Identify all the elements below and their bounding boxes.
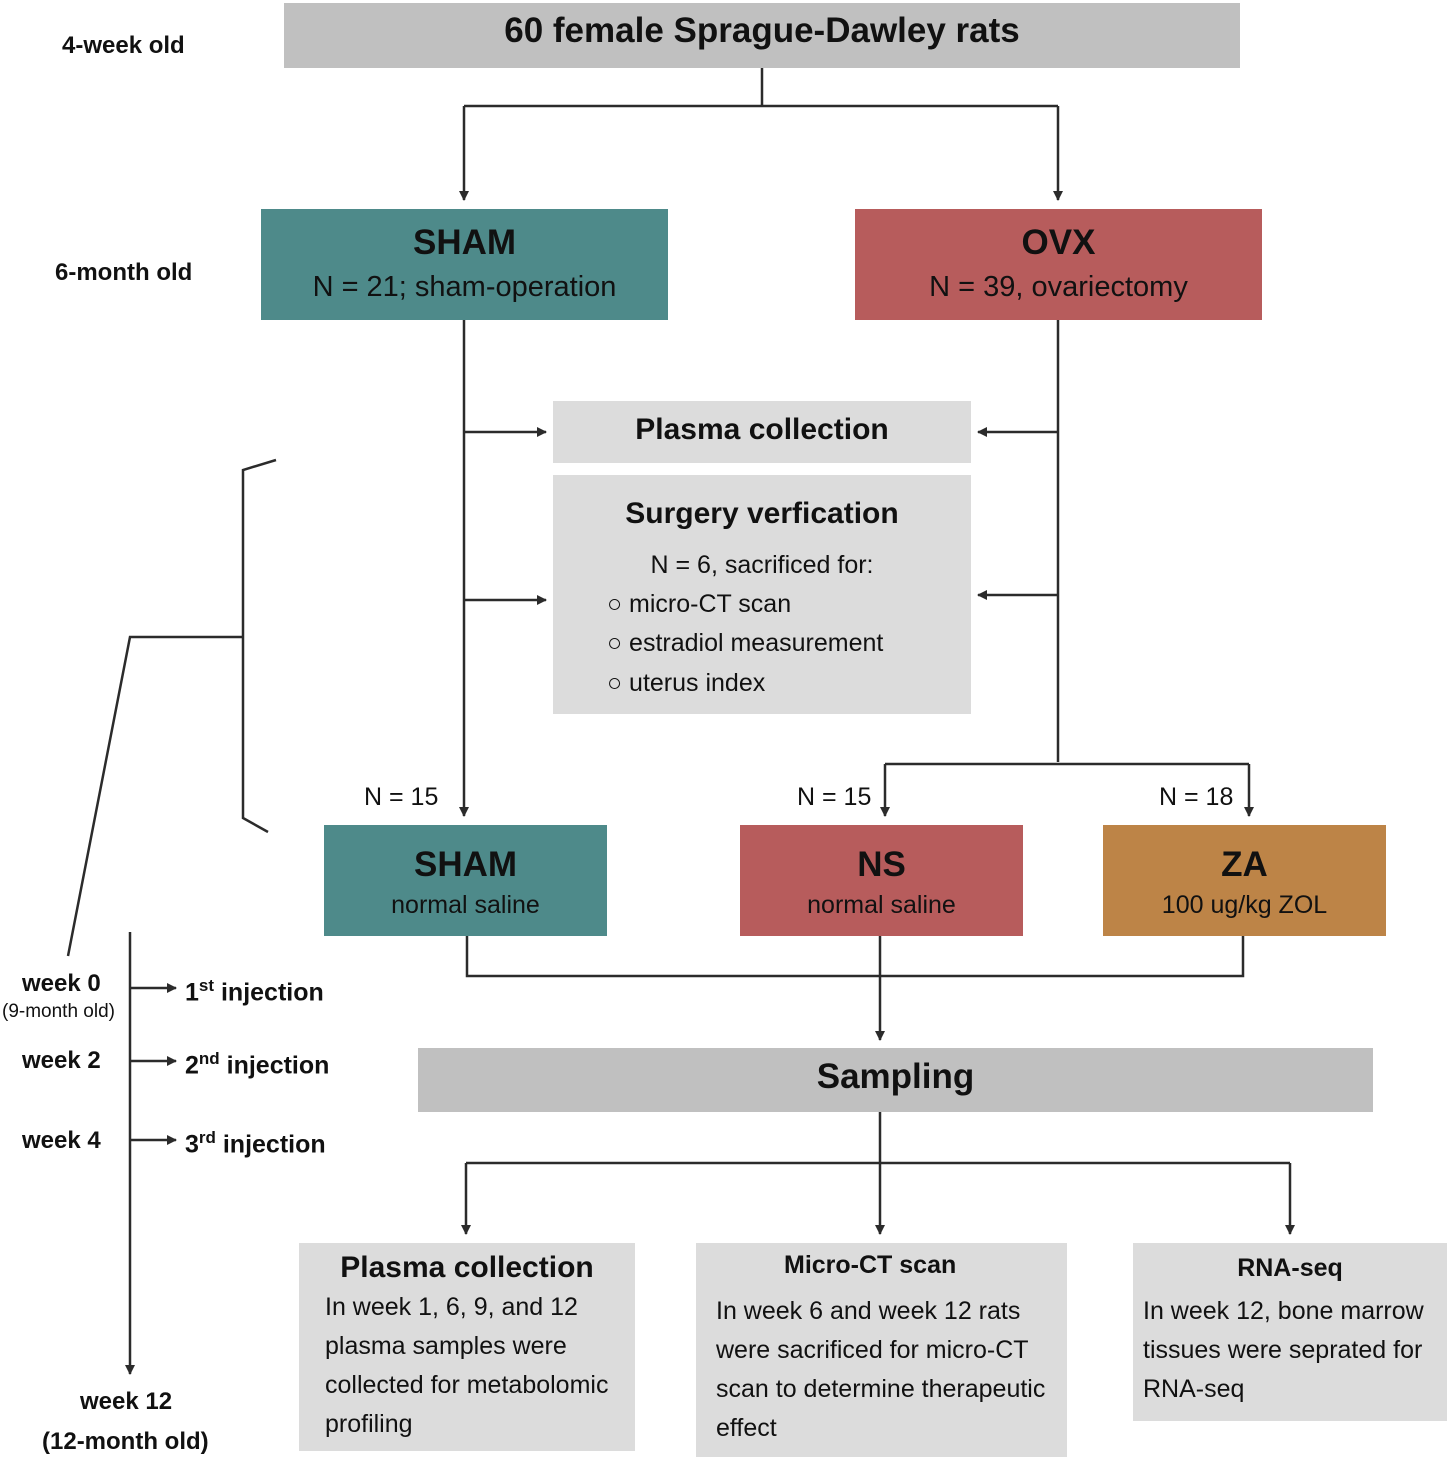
sham-treatment-subtitle: normal saline bbox=[391, 891, 540, 919]
sham-treatment-box: SHAM normal saline bbox=[324, 825, 607, 936]
sham-group-box: SHAM N = 21; sham-operation bbox=[261, 209, 668, 320]
za-treatment-subtitle: 100 ug/kg ZOL bbox=[1161, 891, 1328, 919]
ns-treatment-box: NS normal saline bbox=[740, 825, 1023, 936]
age-label-4-week: 4-week old bbox=[62, 32, 185, 59]
surgery-item: ○ micro-CT scan bbox=[607, 590, 792, 618]
output-text-line: In week 12, bone marrow bbox=[1143, 1297, 1424, 1325]
sham-group-subtitle: N = 21; sham-operation bbox=[312, 271, 617, 303]
surgery-item: ○ estradiol measurement bbox=[607, 629, 884, 657]
output-text-line: RNA-seq bbox=[1143, 1375, 1245, 1403]
ovx-group-subtitle: N = 39, ovariectomy bbox=[929, 271, 1188, 303]
output-rna-seq-title: RNA-seq bbox=[1237, 1254, 1343, 1282]
total-rats-title: 60 female Sprague-Dawley rats bbox=[504, 11, 1020, 50]
plasma-collection-box: Plasma collection bbox=[553, 401, 971, 463]
output-text-line: tissues were seprated for bbox=[1143, 1336, 1423, 1364]
output-plasma-collection-title: Plasma collection bbox=[340, 1251, 594, 1284]
timeline-week-12-age: (12-month old) bbox=[42, 1428, 209, 1455]
sampling-title: Sampling bbox=[816, 1057, 975, 1096]
output-text-line: collected for metabolomic bbox=[325, 1371, 609, 1399]
sham-treatment-n: N = 15 bbox=[364, 783, 439, 811]
output-plasma-collection-box: Plasma collection In week 1, 6, 9, and 1… bbox=[299, 1243, 635, 1451]
output-text-line: In week 1, 6, 9, and 12 bbox=[325, 1293, 578, 1321]
sham-group-title: SHAM bbox=[412, 223, 517, 262]
output-text-line: In week 6 and week 12 rats bbox=[716, 1297, 1021, 1325]
plasma-collection-title: Plasma collection bbox=[635, 413, 889, 446]
surgery-verification-subtitle: N = 6, sacrificed for: bbox=[650, 551, 874, 579]
sham-treatment-title: SHAM bbox=[413, 845, 518, 884]
output-text-line: profiling bbox=[325, 1410, 413, 1438]
output-text-line: were sacrificed for micro-CT bbox=[716, 1336, 1029, 1364]
surgery-verification-title: Surgery verfication bbox=[625, 497, 899, 530]
output-micro-ct-title: Micro-CT scan bbox=[784, 1251, 957, 1279]
za-treatment-n: N = 18 bbox=[1159, 783, 1234, 811]
ns-treatment-subtitle: normal saline bbox=[807, 891, 956, 919]
timeline-week-0: week 0 bbox=[22, 970, 101, 997]
timeline-week-0-age: (9-month old) bbox=[2, 1001, 115, 1022]
timeline-week-12: week 12 bbox=[80, 1388, 173, 1415]
timeline-week-4: week 4 bbox=[22, 1127, 101, 1154]
ovx-group-title: OVX bbox=[1021, 223, 1096, 262]
ns-treatment-n: N = 15 bbox=[797, 783, 872, 811]
injection-3-label: 3rd injection bbox=[185, 1128, 326, 1159]
output-text-line: plasma samples were bbox=[325, 1332, 567, 1360]
total-rats-box: 60 female Sprague-Dawley rats bbox=[284, 3, 1240, 68]
injection-1-label: 1st injection bbox=[185, 976, 324, 1007]
output-text-line: effect bbox=[716, 1414, 777, 1442]
za-treatment-title: ZA bbox=[1221, 845, 1268, 884]
timeline-week-2: week 2 bbox=[22, 1047, 101, 1074]
output-micro-ct-box: Micro-CT scan In week 6 and week 12 rats… bbox=[696, 1243, 1067, 1457]
output-rna-seq-box: RNA-seq In week 12, bone marrow tissues … bbox=[1133, 1243, 1447, 1421]
surgery-verification-box: Surgery verfication N = 6, sacrificed fo… bbox=[553, 475, 971, 714]
sampling-box: Sampling bbox=[418, 1048, 1373, 1112]
ovx-group-box: OVX N = 39, ovariectomy bbox=[855, 209, 1262, 320]
output-text-line: scan to determine therapeutic bbox=[716, 1375, 1046, 1403]
age-label-6-month: 6-month old bbox=[55, 259, 193, 286]
za-treatment-box: ZA 100 ug/kg ZOL bbox=[1103, 825, 1386, 936]
ns-treatment-title: NS bbox=[857, 845, 906, 884]
injection-2-label: 2nd injection bbox=[185, 1049, 330, 1080]
surgery-item: ○ uterus index bbox=[607, 669, 766, 697]
